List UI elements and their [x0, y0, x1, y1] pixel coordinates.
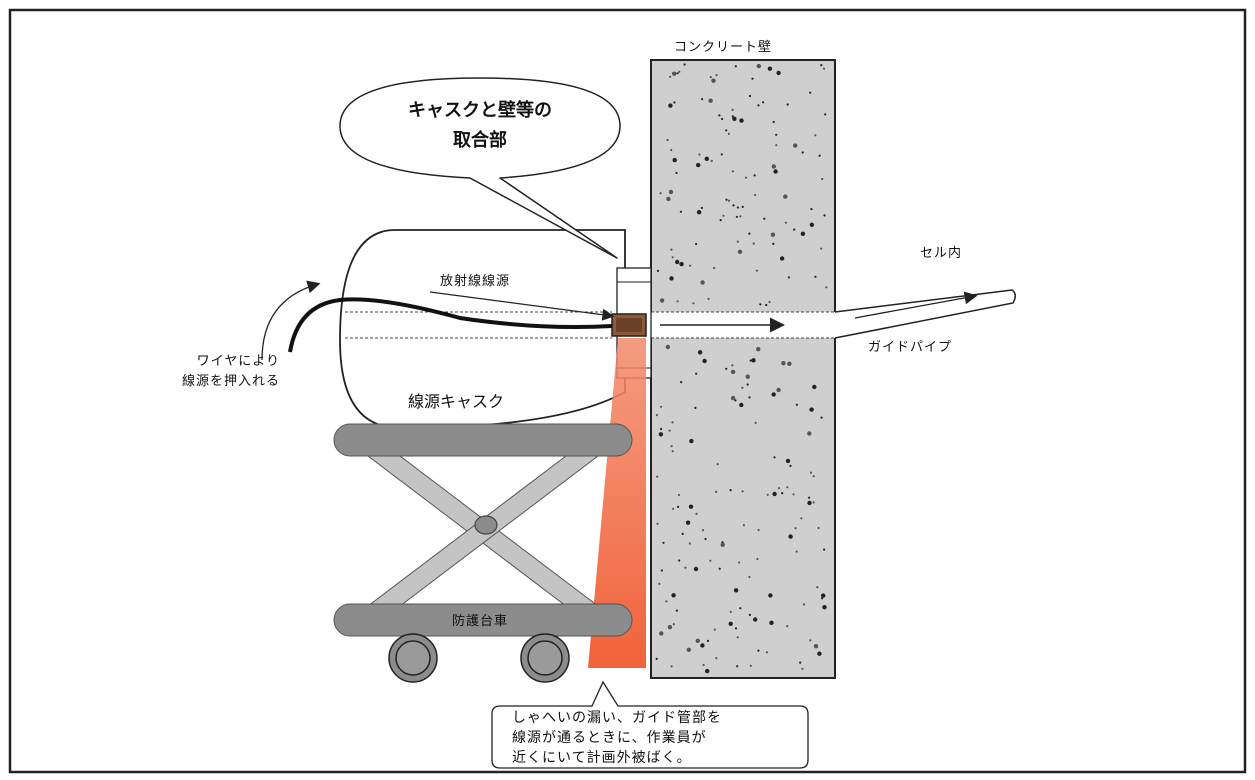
figure-frame — [8, 8, 1247, 774]
concrete-wall-label: コンクリート壁 — [674, 40, 773, 55]
wire-push-label: ワイヤにより 線源を押入れる — [182, 352, 280, 392]
guide-pipe-inner-line — [854, 291, 978, 319]
cart-scissor-pivot — [474, 515, 498, 535]
radiation-source-label: 放射線線源 — [440, 274, 511, 289]
source-cask-body — [339, 229, 626, 429]
note-line-2: 線源が通るときに、作業員が — [512, 730, 707, 746]
wire-push-line-2: 線源を押入れる — [182, 374, 281, 389]
source-leader-line — [429, 291, 615, 321]
callout-line-2: 取合部 — [453, 130, 507, 151]
concrete-wall — [650, 59, 836, 679]
push-direction-arrow — [261, 280, 321, 361]
note-box — [491, 680, 809, 769]
cart-wheel-left — [388, 633, 438, 683]
callout-bubble — [339, 77, 621, 259]
guide-pipe — [834, 289, 1016, 339]
cart-label: 防護台車 — [452, 614, 509, 629]
cart-wheel-right — [520, 633, 570, 683]
wire-push-line-1: ワイヤにより — [196, 354, 281, 369]
callout-text: キャスクと壁等の 取合部 — [370, 96, 590, 156]
cart-top-platform — [333, 423, 633, 457]
cell-inside-label: セル内 — [920, 246, 963, 261]
cart-base — [333, 603, 633, 637]
callout-line-1: キャスクと壁等の — [408, 100, 552, 121]
radiation-leak-beam — [588, 338, 646, 668]
guide-pipe-label: ガイドパイプ — [868, 340, 953, 355]
push-wire — [288, 297, 613, 353]
wall-speckle — [655, 63, 828, 674]
source-cask-label: 線源キャスク — [408, 392, 505, 411]
note-line-3: 近くにいて計画外被ばく。 — [512, 750, 692, 766]
note-text: しゃへいの漏い、ガイド管部を 線源が通るときに、作業員が 近くにいて計画外被ばく… — [512, 708, 722, 768]
note-line-1: しゃへいの漏い、ガイド管部を — [512, 710, 722, 726]
